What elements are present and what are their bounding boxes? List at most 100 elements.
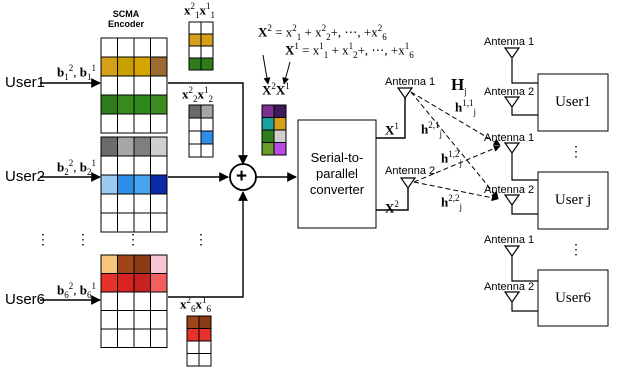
vector-label-user2: x22x12 — [182, 85, 213, 104]
vector-cell — [188, 45, 202, 59]
encoder-cell — [133, 310, 151, 330]
encoder-cell — [133, 254, 151, 274]
rx-user1-group — [503, 47, 609, 132]
rx-userj-group — [503, 142, 609, 230]
sum-vector-cell — [261, 117, 275, 131]
rx-user1-antenna-2-label: Antenna 2 — [484, 86, 535, 98]
eq1-pointer — [262, 54, 271, 85]
encoder-cell — [150, 254, 168, 274]
encoder-cell — [117, 273, 135, 293]
vector-cell — [198, 328, 212, 342]
encoder-cell — [100, 310, 118, 330]
vector-cell — [186, 328, 200, 342]
encoder-cell — [150, 37, 168, 58]
user6-label: User6 — [5, 291, 46, 308]
sum-vector-cell — [261, 104, 275, 118]
encoder-cell — [133, 291, 151, 311]
encoder-cell — [133, 328, 151, 348]
encoder-cell — [150, 212, 168, 233]
encoder-cell — [117, 155, 135, 176]
encoder-cell — [133, 174, 151, 195]
encoder-cell — [117, 212, 135, 233]
encoder-cell — [150, 113, 168, 134]
input-bits-user2: b22, b21 — [57, 158, 96, 177]
rx-user6-antenna-1-label: Antenna 1 — [484, 234, 535, 246]
channel-matrix-label: Hj — [451, 75, 467, 97]
vector-cell — [200, 143, 214, 158]
codeword-vector-user1 — [188, 21, 214, 71]
rx-antenna-1-symbol — [503, 47, 538, 84]
encoder-cell — [100, 212, 118, 233]
encoder-cell — [100, 291, 118, 311]
sum-vector-cell — [261, 142, 275, 156]
equation-x1: X1 = x11 + x12+, ⋯, +x16 — [285, 41, 414, 60]
encoder-cell — [150, 273, 168, 293]
vector-cell — [186, 340, 200, 354]
encoder-cell — [150, 136, 168, 157]
rx-userj-label: User j — [554, 192, 592, 208]
vector-cell — [198, 340, 212, 354]
encoder-cell — [150, 328, 168, 348]
encoder-cell — [150, 310, 168, 330]
sum-vector-label: X2X1 — [262, 81, 290, 98]
converter-output-1 — [376, 98, 406, 139]
serial-to-parallel-converter — [297, 119, 377, 229]
user-ellipsis-mid: ⋮ — [76, 231, 91, 247]
encoder-cell — [100, 193, 118, 214]
codeword-vector-user6 — [186, 315, 212, 367]
tx-antenna-2-symbol — [399, 177, 417, 190]
encoder-cell — [150, 94, 168, 115]
vector-cell — [188, 33, 202, 47]
encoder-cell — [150, 193, 168, 214]
channel-h11-label: h1,1j — [455, 98, 476, 117]
channel-h21-label: h2,1j — [421, 120, 442, 139]
path-user1-to-sum — [168, 82, 248, 165]
rx-ellipsis-1: ⋮ — [569, 143, 584, 159]
encoder-cell — [100, 56, 118, 77]
vector-cell — [188, 143, 202, 158]
converter-label: Serial-to- parallel converter — [309, 149, 365, 198]
encoder-title: SCMA Encoder — [107, 9, 144, 30]
encoder-cell — [100, 37, 118, 58]
rx-userj-antenna-2-label: Antenna 2 — [484, 184, 535, 196]
encoder-cell — [133, 56, 151, 77]
encoder-cell — [100, 174, 118, 195]
rx-userj-antenna-1-label: Antenna 1 — [484, 132, 535, 144]
user-ellipsis-enc: ⋮ — [126, 231, 141, 247]
user1-label: User1 — [5, 74, 46, 91]
encoder-cell — [133, 75, 151, 96]
encoder-cell — [117, 328, 135, 348]
encoder-cell — [100, 254, 118, 274]
input-bits-user1: b12, b11 — [57, 63, 96, 82]
channel-h12-label: h1,2j — [441, 149, 462, 168]
encoder-cell — [117, 310, 135, 330]
vector-cell — [188, 104, 202, 119]
encoder-cell — [133, 212, 151, 233]
encoder-cell — [100, 136, 118, 157]
vector-label-user6: x26x16 — [180, 295, 211, 314]
encoder-cell — [117, 75, 135, 96]
encoder-cell — [133, 273, 151, 293]
encoder-cell — [117, 37, 135, 58]
input-bits-user6: b62, b61 — [57, 281, 96, 300]
encoder-cell — [150, 291, 168, 311]
vector-cell — [200, 45, 214, 59]
vector-cell — [188, 130, 202, 145]
vector-cell — [200, 130, 214, 145]
vector-cell — [200, 117, 214, 132]
vector-cell — [198, 315, 212, 329]
converter-output-1-label: X1 — [385, 121, 399, 138]
encoder-cell — [117, 193, 135, 214]
encoder-cell — [133, 155, 151, 176]
rx-user6-antenna-2-label: Antenna 2 — [484, 281, 535, 293]
rx-user1-antenna-1-label: Antenna 1 — [484, 36, 535, 48]
rx-antenna-2-symbol — [503, 194, 538, 215]
vector-label-user1: x21x11 — [184, 1, 215, 20]
channel-h22-label: h2,2j — [441, 193, 462, 212]
user-ellipsis-vec: ⋮ — [194, 231, 209, 247]
encoder-cell — [133, 193, 151, 214]
sum-vector-cell — [273, 142, 287, 156]
encoder-cell — [117, 291, 135, 311]
encoder-cell — [133, 113, 151, 134]
